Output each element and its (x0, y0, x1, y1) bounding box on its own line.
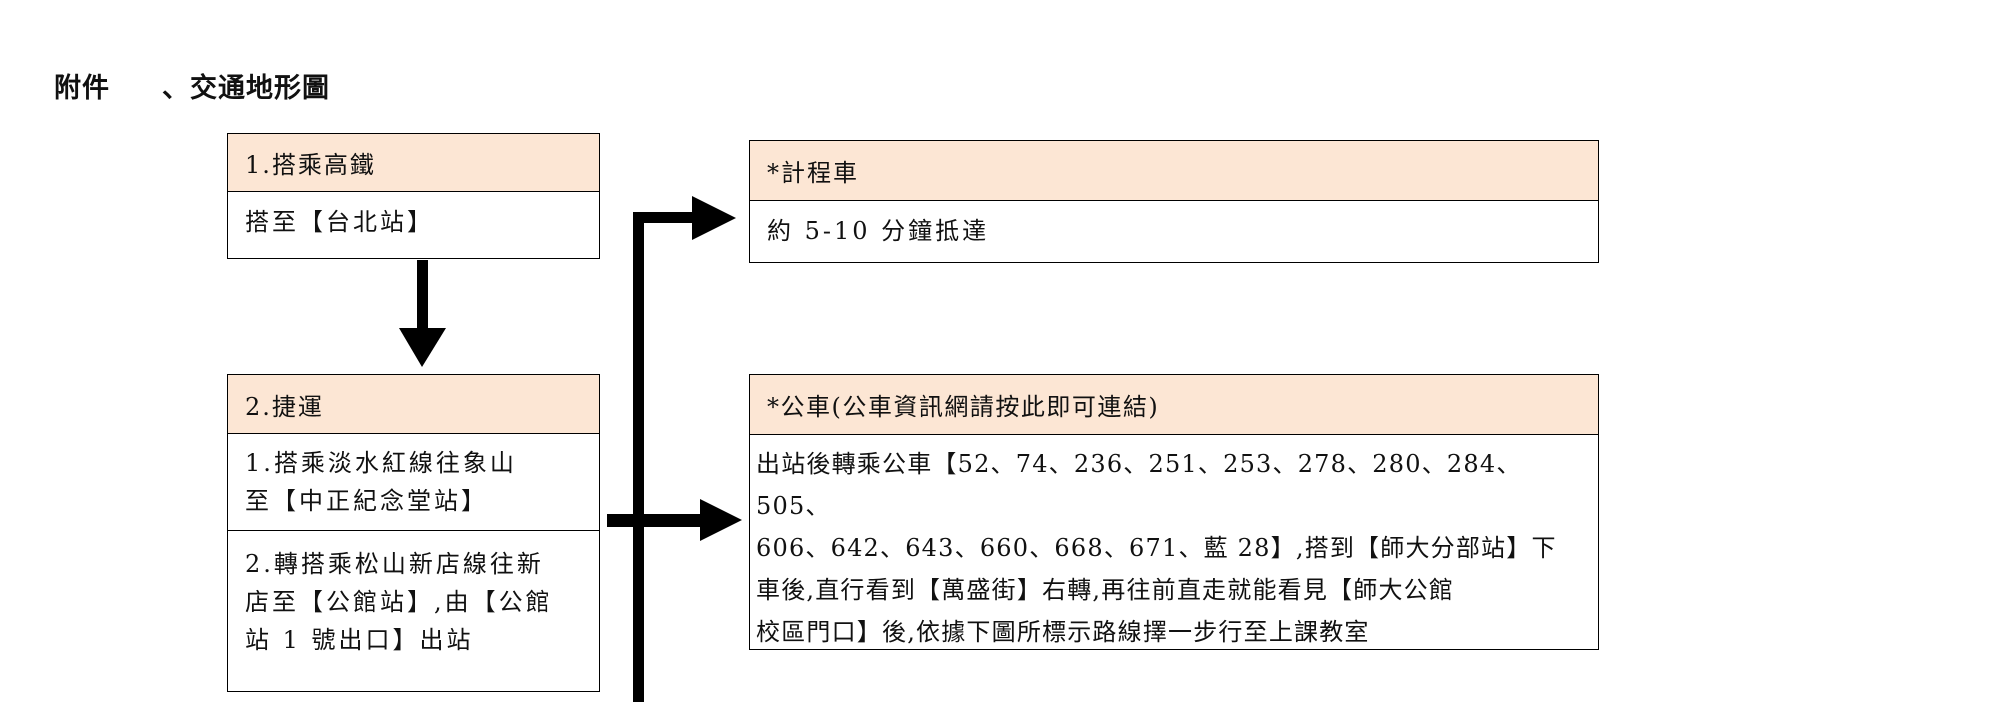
mrt-step-1: 1.搭乘淡水紅線往象山 至【中正紀念堂站】 (228, 434, 599, 531)
bus-box: *公車(公車資訊網請按此即可連結) 出站後轉乘公車【52、74、236、251、… (749, 374, 1599, 650)
page-heading: 附件 、交通地形圖 (54, 66, 330, 105)
taxi-box-title: *計程車 (750, 141, 1598, 201)
taxi-box-text: 約 5-10 分鐘抵達 (767, 217, 990, 245)
hsr-box: 1.搭乘高鐵 搭至【台北站】 (227, 133, 600, 259)
mrt-box: 2.捷運 1.搭乘淡水紅線往象山 至【中正紀念堂站】 2.轉搭乘松山新店線往新 … (227, 374, 600, 692)
taxi-box: *計程車 約 5-10 分鐘抵達 (749, 140, 1599, 263)
mrt-step-1-line-1: 1.搭乘淡水紅線往象山 (245, 449, 517, 477)
down-arrow-head (399, 328, 446, 367)
attachment-label: 附件 (54, 73, 110, 104)
mrt-step-2-line-3: 站 1 號出口】出站 (245, 626, 474, 654)
taxi-arrow-head (692, 196, 736, 240)
bus-box-text: 出站後轉乘公車【52、74、236、251、253、278、280、284、50… (750, 435, 1598, 653)
taxi-arrow-shaft (633, 212, 695, 223)
mrt-step-1-line-2: 至【中正紀念堂站】 (245, 487, 488, 515)
mrt-step-2: 2.轉搭乘松山新店線往新 店至【公館站】,由【公館 站 1 號出口】出站 (228, 531, 599, 659)
mrt-box-title: 2.捷運 (228, 375, 599, 434)
mrt-step-2-line-2: 店至【公館站】,由【公館 (245, 588, 553, 616)
bus-text-line-1: 出站後轉乘公車【52、74、236、251、253、278、280、284、50… (756, 450, 1522, 520)
bus-text-line-3: 車後,直行看到【萬盛街】右轉,再往前直走就能看見【師大公館 (756, 576, 1455, 604)
bus-text-line-2: 606、642、643、660、668、671、藍 28】,搭到【師大分部站】下 (756, 534, 1557, 562)
page-title: 、交通地形圖 (162, 73, 330, 104)
bus-arrow-shaft (607, 514, 703, 527)
bus-arrow-head (700, 499, 742, 541)
down-arrow-shaft (417, 260, 428, 330)
mrt-step-2-line-1: 2.轉搭乘松山新店線往新 (245, 550, 544, 578)
bus-text-line-4: 校區門口】後,依據下圖所標示路線擇一步行至上課教室 (756, 618, 1370, 646)
bus-box-title: *公車(公車資訊網請按此即可連結) (750, 375, 1598, 435)
hsr-box-title: 1.搭乘高鐵 (228, 134, 599, 192)
trunk-line (633, 212, 644, 702)
hsr-box-text: 搭至【台北站】 (245, 208, 434, 236)
